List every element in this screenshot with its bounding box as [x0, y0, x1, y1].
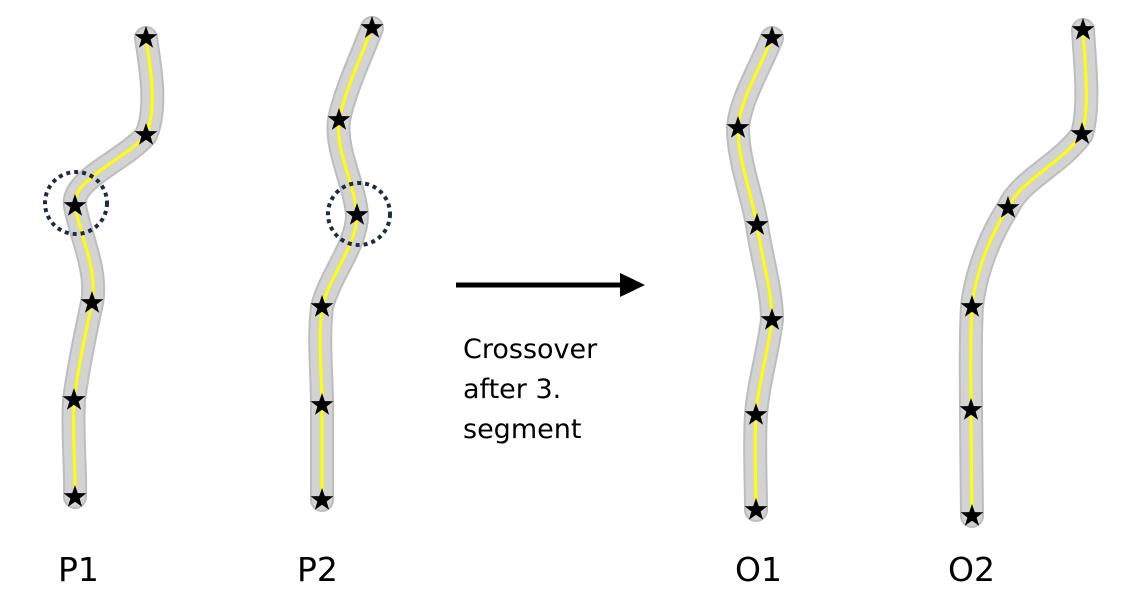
- dashed-circle-icon: [43, 170, 109, 236]
- label-o2: O2: [948, 550, 995, 589]
- caption-line-1: Crossover: [463, 334, 598, 365]
- dashed-circle-icon: [326, 181, 392, 247]
- arrow-right-icon: [456, 273, 645, 297]
- label-p1: P1: [58, 550, 99, 589]
- label-o1: O1: [735, 550, 782, 589]
- path-o2: [958, 18, 1099, 528]
- p1-line: [71, 37, 154, 498]
- caption-line-3: segment: [463, 414, 582, 445]
- o2-line: [969, 29, 1088, 517]
- path-p1: [43, 26, 165, 509]
- path-p2: [308, 16, 392, 512]
- path-o1: [726, 26, 784, 522]
- crossover-caption: Crossover after 3. segment: [463, 330, 597, 450]
- caption-line-2: after 3.: [463, 374, 562, 405]
- label-p2: P2: [297, 550, 338, 589]
- o2-tube-fill: [960, 20, 1097, 526]
